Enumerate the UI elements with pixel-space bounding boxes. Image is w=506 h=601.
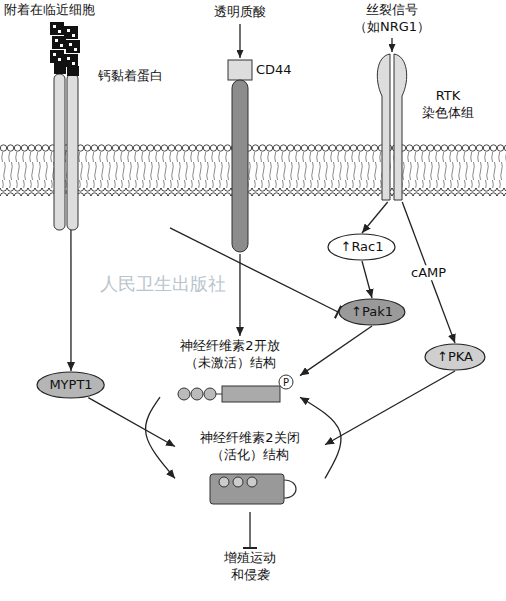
nf2-open-state: 神经纤维素2开放 （未激活）结构: [160, 336, 300, 408]
ferm-lobe: [233, 477, 243, 487]
node-text: ↑Pak1: [351, 304, 393, 321]
ferm-lobe: [247, 477, 257, 487]
inhibition-line: [249, 512, 250, 548]
linker: [216, 394, 222, 395]
node-text: MYPT1: [49, 377, 92, 394]
rtk-half: [377, 54, 390, 200]
cadherin-rod: [54, 74, 65, 230]
rtk-half: [394, 54, 407, 200]
cadherin-rod: [67, 74, 78, 230]
nf2-open-glyph: [178, 375, 293, 402]
node-text: CD44: [256, 62, 302, 79]
activation-arrow: [239, 254, 240, 336]
node-text: ↑Rac1: [340, 239, 383, 256]
ferm-lobe: [204, 388, 216, 400]
activation-arrow: [362, 261, 372, 298]
activation-arrow: [88, 398, 175, 447]
node-text: 钙黏着蛋白: [98, 68, 170, 85]
tail-domain: [222, 386, 280, 402]
ferm-lobe: [219, 477, 229, 487]
cd44-receptor: CD44: [222, 56, 302, 254]
activation-arrow: [146, 397, 175, 478]
outcome-text: 增殖运动 和侵袭: [215, 548, 285, 588]
ferm-lobe: [178, 388, 190, 400]
ligand-label: 透明质酸: [214, 4, 266, 21]
edge-label: cAMP: [409, 265, 448, 281]
ellipse-shape: [37, 372, 104, 398]
node-text: 神经纤维素2关闭 （活化）结构: [200, 430, 299, 464]
ferm-lobe: [191, 388, 203, 400]
ligand-label: 丝裂信号 （如NRG1）: [354, 2, 430, 36]
activation-arrow: [300, 326, 372, 376]
signal-ellipse: ↑PKA: [424, 343, 486, 371]
signal-ellipse: ↑Pak1: [338, 298, 406, 326]
nf2-closed-glyph: [210, 474, 296, 504]
cadherin-domains: [50, 22, 80, 76]
cd44-symbol: [228, 24, 252, 252]
location-note: 附着在临近细胞: [4, 2, 95, 19]
activation-arrow: [300, 397, 341, 478]
nf2-closed-state: 神经纤维素2关闭 （活化）结构: [175, 428, 325, 512]
ligand-arrow: [239, 24, 240, 58]
cd44-head: [228, 60, 252, 80]
activation-arrow: [362, 202, 388, 233]
watermark: 人民卫生出版社: [100, 272, 226, 295]
activation-arrow: [325, 371, 455, 445]
ellipse-shape: [339, 299, 405, 325]
inhibition-line: [170, 228, 338, 312]
rtk-symbol: [377, 38, 406, 200]
phospho-circle: [279, 375, 293, 389]
cadherin-dots: [53, 25, 77, 65]
closed-loop: [284, 480, 296, 498]
phospho-mark: P: [283, 376, 289, 389]
node-text: RTK 染色体组: [422, 88, 474, 122]
node-text: 神经纤维素2开放 （未激活）结构: [180, 338, 279, 372]
ellipse-shape: [328, 234, 395, 260]
rtk-receptor: RTK 染色体组: [372, 48, 484, 202]
node-text: ↑PKA: [437, 349, 473, 366]
activation-arrow: [70, 230, 71, 371]
activation-arrow: [402, 202, 455, 343]
signal-ellipse: MYPT1: [36, 371, 105, 399]
ellipse-shape: [425, 344, 485, 370]
node-text: 增殖运动 和侵袭: [224, 550, 276, 584]
ligand-arrow: [391, 38, 392, 52]
cadherin-receptor: 钙黏着蛋白: [40, 20, 170, 230]
signal-ellipse: ↑Rac1: [327, 233, 396, 261]
cd44-rod: [232, 80, 248, 252]
closed-body: [210, 474, 284, 504]
cadherin-symbol: [50, 22, 80, 230]
